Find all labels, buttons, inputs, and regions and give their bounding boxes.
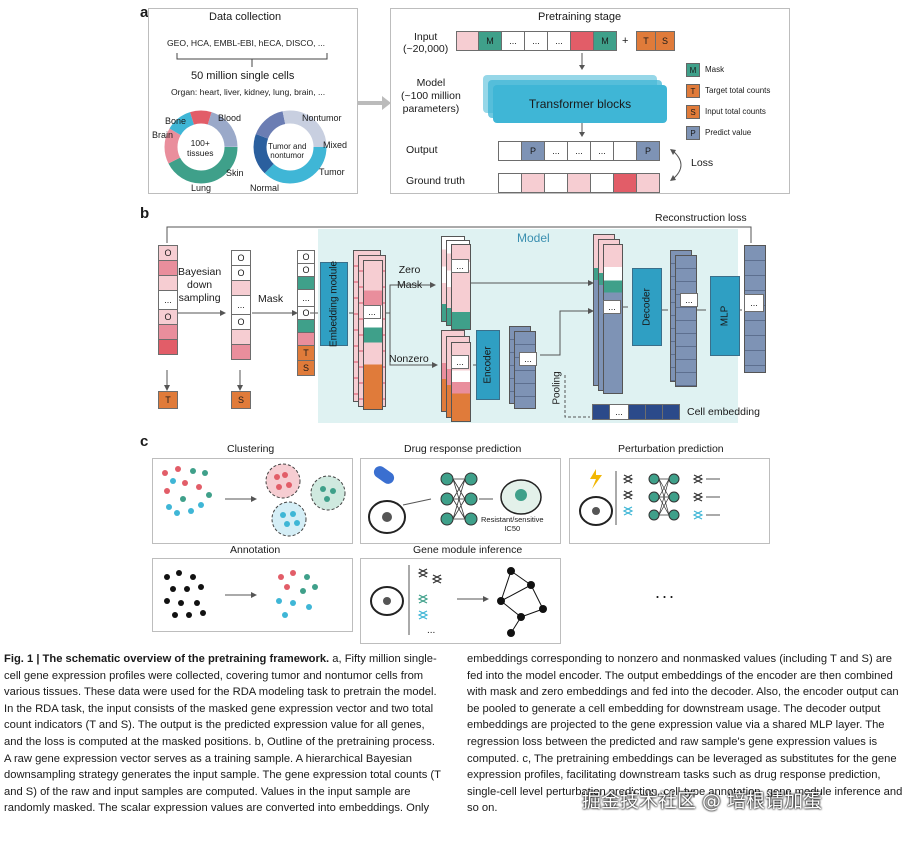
donut1-center: 100+ tissues: [187, 138, 214, 158]
annotation-graphic: [164, 570, 318, 618]
data-collection-graphic: [164, 53, 328, 184]
nonzero-label: Nonzero: [389, 353, 429, 365]
mask-label-b: Mask: [258, 293, 284, 305]
mask-cell-2: M: [593, 31, 617, 51]
mlp-block: MLP: [710, 276, 740, 356]
pretraining-title: Pretraining stage: [538, 11, 622, 23]
donut1-label-brain: Brain: [152, 130, 174, 140]
tumor-donut: [253, 110, 327, 184]
drug-graphic: [368, 466, 542, 534]
donut2-label-mixed: Mixed: [323, 140, 348, 150]
decoder-block: Decoder: [632, 268, 662, 346]
clustering-box: [152, 458, 353, 544]
plus-sign: +: [622, 35, 629, 47]
perturbation-box: [569, 458, 770, 544]
sources-list: GEO, HCA, EMBL-EBI, hECA, DISCO, ...: [167, 38, 326, 48]
legend-target-swatch: T: [686, 84, 700, 98]
legend-mask-swatch: M: [686, 63, 700, 77]
model-label-b: Model: [517, 231, 550, 245]
data-collection-title: Data collection: [209, 11, 282, 23]
drug-subtitle: Resistant/sensitive IC50: [481, 515, 544, 533]
legend-target-text: Target total counts: [705, 86, 771, 95]
perturbation-graphic: [579, 469, 720, 526]
panel-a-letter: a: [140, 4, 149, 21]
cell-embedding-label: Cell embedding: [687, 406, 760, 418]
pretraining-box: Pretraining stage Input (~20,000) Model …: [390, 8, 790, 194]
donut2-center: Tumor and nontumor: [268, 142, 307, 160]
output-label: Output: [406, 144, 438, 156]
donut2-label-normal: Normal: [250, 183, 280, 193]
bayesian-label: Bayesian down sampling: [178, 266, 222, 304]
donut1-label-bone: Bone: [165, 116, 187, 126]
organs-list: Organ: heart, liver, kidney, lung, brain…: [171, 87, 326, 97]
panel-a-arrow: [358, 96, 391, 110]
annotation-title: Annotation: [230, 544, 281, 556]
perturbation-title: Perturbation prediction: [618, 443, 724, 455]
pretraining-arrows: [579, 53, 682, 181]
encoder-block: Encoder: [476, 330, 500, 400]
annotation-box: [152, 558, 353, 632]
caption-right: embeddings corresponding to nonzero and …: [467, 653, 903, 815]
legend-predict-text: Predict value: [705, 128, 752, 137]
reconstruction-loss: Reconstruction loss: [655, 212, 747, 224]
ground-truth-label: Ground truth: [406, 175, 465, 187]
donut2-label-nontumor: Nontumor: [302, 113, 342, 123]
donut2-label-tumor: Tumor: [319, 167, 345, 177]
donut1-label-lung: Lung: [191, 183, 212, 193]
caption-left-text: a, Fifty million single-cell gene expres…: [4, 653, 441, 815]
zero-mask-label: Zero Mask: [397, 264, 423, 291]
tissue-donut: [164, 110, 238, 184]
watermark: 掘金技术社区 @ 培根请加蛋: [582, 790, 823, 812]
more-tasks-ellipsis: ...: [655, 582, 677, 602]
data-collection-box: Data collection GEO, HCA, EMBL-EBI, hECA…: [148, 8, 358, 194]
drug-box: Resistant/sensitive IC50: [360, 458, 561, 544]
pooling-label: Pooling: [551, 371, 563, 405]
caption-left: Fig. 1 | The schematic overview of the p…: [4, 651, 442, 817]
predict-cell: P: [521, 141, 545, 161]
gene-module-dots: ...: [427, 625, 436, 636]
legend-input-swatch: S: [686, 105, 700, 119]
input-label: Input (~20,000): [403, 31, 449, 55]
t-box: T: [158, 391, 178, 409]
gene-module-graphic: [370, 565, 547, 637]
clustering-title: Clustering: [227, 443, 275, 455]
legend-predict-swatch: P: [686, 126, 700, 140]
panel-c-letter: c: [140, 433, 149, 450]
legend-input-text: Input total counts: [705, 107, 766, 116]
clustering-graphic: [162, 463, 346, 537]
predict-cell-2: P: [636, 141, 660, 161]
input-total-cell: S: [655, 31, 675, 51]
transformer-blocks: Transformer blocks: [493, 85, 667, 123]
embedding-module: Embedding module: [320, 261, 348, 347]
donut1-label-skin: Skin: [226, 168, 244, 178]
panel-b-diagram: [164, 226, 752, 418]
gene-module-box: ...: [360, 558, 561, 644]
figure-label: Fig. 1 | The schematic overview of the p…: [4, 653, 330, 665]
s-box: S: [231, 391, 251, 409]
drug-title: Drug response prediction: [404, 443, 522, 455]
loss-label: Loss: [691, 157, 714, 169]
legend-mask-text: Mask: [705, 65, 725, 74]
model-label: Model (~100 million parameters): [401, 77, 461, 115]
panel-b-letter: b: [140, 205, 150, 222]
gene-module-title: Gene module inference: [413, 544, 523, 556]
donut1-label-blood: Blood: [218, 113, 242, 123]
cells-count: 50 million single cells: [191, 70, 295, 82]
